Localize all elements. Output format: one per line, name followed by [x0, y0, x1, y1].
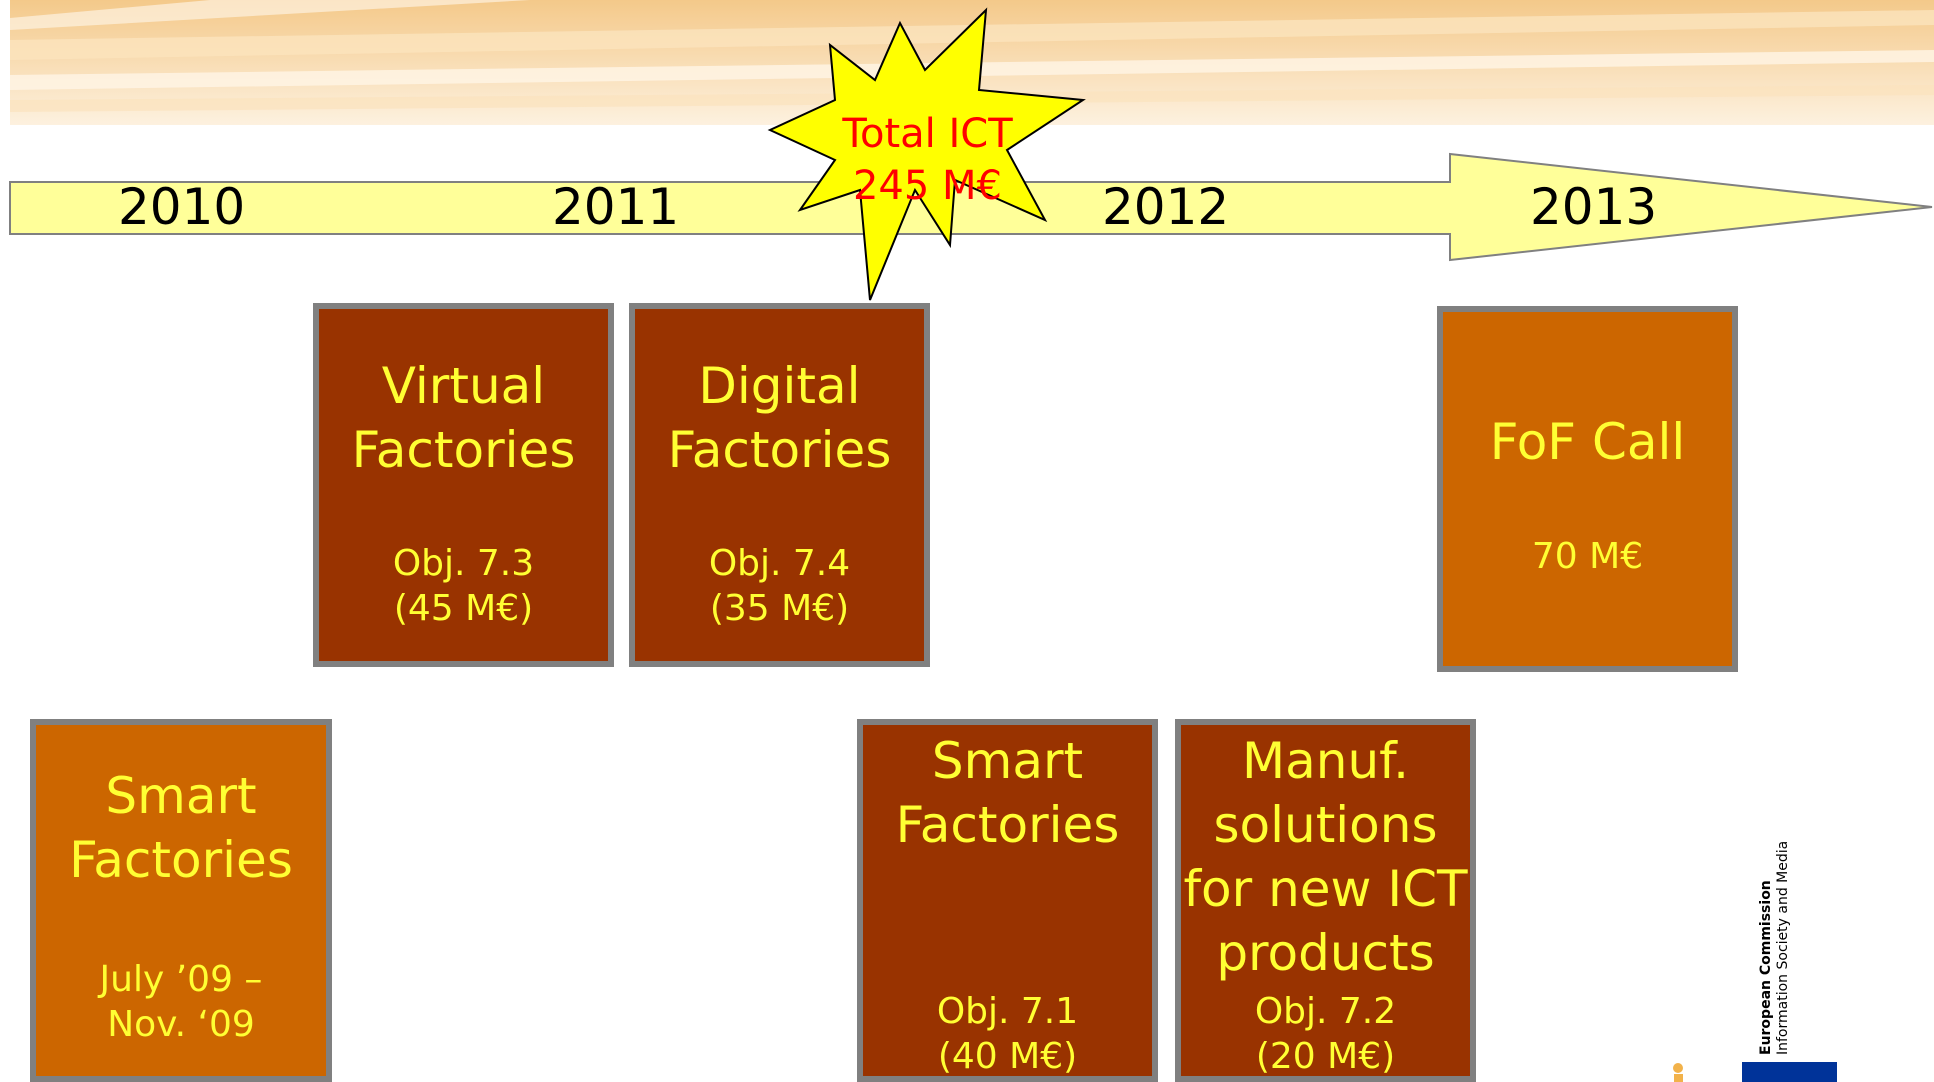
smart-factories-2010-box: Smart Factories July ’09 – Nov. ‘09	[30, 719, 332, 1082]
digital-factories-title2: Factories	[667, 421, 892, 479]
year-2011-label: 2011	[552, 178, 680, 236]
total-ict-starburst	[767, 7, 1086, 301]
virtual-factories-title1: Virtual	[381, 357, 546, 415]
manuf-solutions-budget: (20 M€)	[1255, 1036, 1396, 1077]
digital-factories-objective: Obj. 7.4	[708, 543, 851, 584]
manuf-solutions-objective: Obj. 7.2	[1254, 991, 1397, 1032]
digital-factories-box: Digital Factories Obj. 7.4 (35 M€)	[629, 303, 930, 667]
year-2010-label: 2010	[118, 178, 246, 236]
virtual-factories-box: Virtual Factories Obj. 7.3 (45 M€)	[313, 303, 614, 667]
smart-factories-2012-title1: Smart	[931, 732, 1084, 790]
smart-factories-2012-objective: Obj. 7.1	[936, 991, 1079, 1032]
manuf-solutions-title4: products	[1216, 924, 1435, 982]
manuf-solutions-title3: for new ICT	[1183, 860, 1468, 918]
virtual-factories-objective: Obj. 7.3	[392, 543, 535, 584]
smart-factories-2012-title2: Factories	[895, 796, 1120, 854]
fof-call-budget: 70 M€	[1531, 536, 1644, 577]
year-2012-label: 2012	[1102, 178, 1230, 236]
smart-factories-2010-dates-line1: July ’09 –	[99, 959, 263, 1000]
eu-flag-icon	[1742, 1062, 1837, 1082]
smart-factories-2012-box: Smart Factories Obj. 7.1 (40 M€)	[857, 719, 1158, 1082]
timeline-arrow	[9, 152, 1933, 262]
smart-factories-2012-budget: (40 M€)	[937, 1036, 1078, 1077]
total-ict-line2: 245 M€	[852, 163, 1003, 209]
digital-factories-budget: (35 M€)	[709, 588, 850, 629]
person-icon	[1673, 1063, 1683, 1082]
manuf-solutions-box: Manuf. solutions for new ICT products Ob…	[1175, 719, 1476, 1082]
virtual-factories-title2: Factories	[351, 421, 576, 479]
smart-factories-2010-dates-line2: Nov. ‘09	[107, 1004, 255, 1045]
smart-factories-2010-title2: Factories	[69, 831, 293, 889]
fof-call-box: FoF Call 70 M€	[1437, 306, 1738, 672]
fof-call-title: FoF Call	[1489, 413, 1686, 471]
smart-factories-2010-title1: Smart	[105, 767, 257, 825]
total-ict-label: Total ICT 245 M€	[765, 108, 1090, 212]
ec-logo-line1: European Commission	[1758, 880, 1774, 1055]
year-2013-label: 2013	[1530, 178, 1658, 236]
manuf-solutions-title2: solutions	[1213, 796, 1438, 854]
ec-logo-text: European Commission Information Society …	[1758, 841, 1792, 1055]
total-ict-line1: Total ICT	[842, 111, 1013, 157]
manuf-solutions-title1: Manuf.	[1241, 732, 1410, 790]
digital-factories-title1: Digital	[698, 357, 861, 415]
virtual-factories-budget: (45 M€)	[393, 588, 534, 629]
ec-logo-line2: Information Society and Media	[1775, 840, 1791, 1055]
